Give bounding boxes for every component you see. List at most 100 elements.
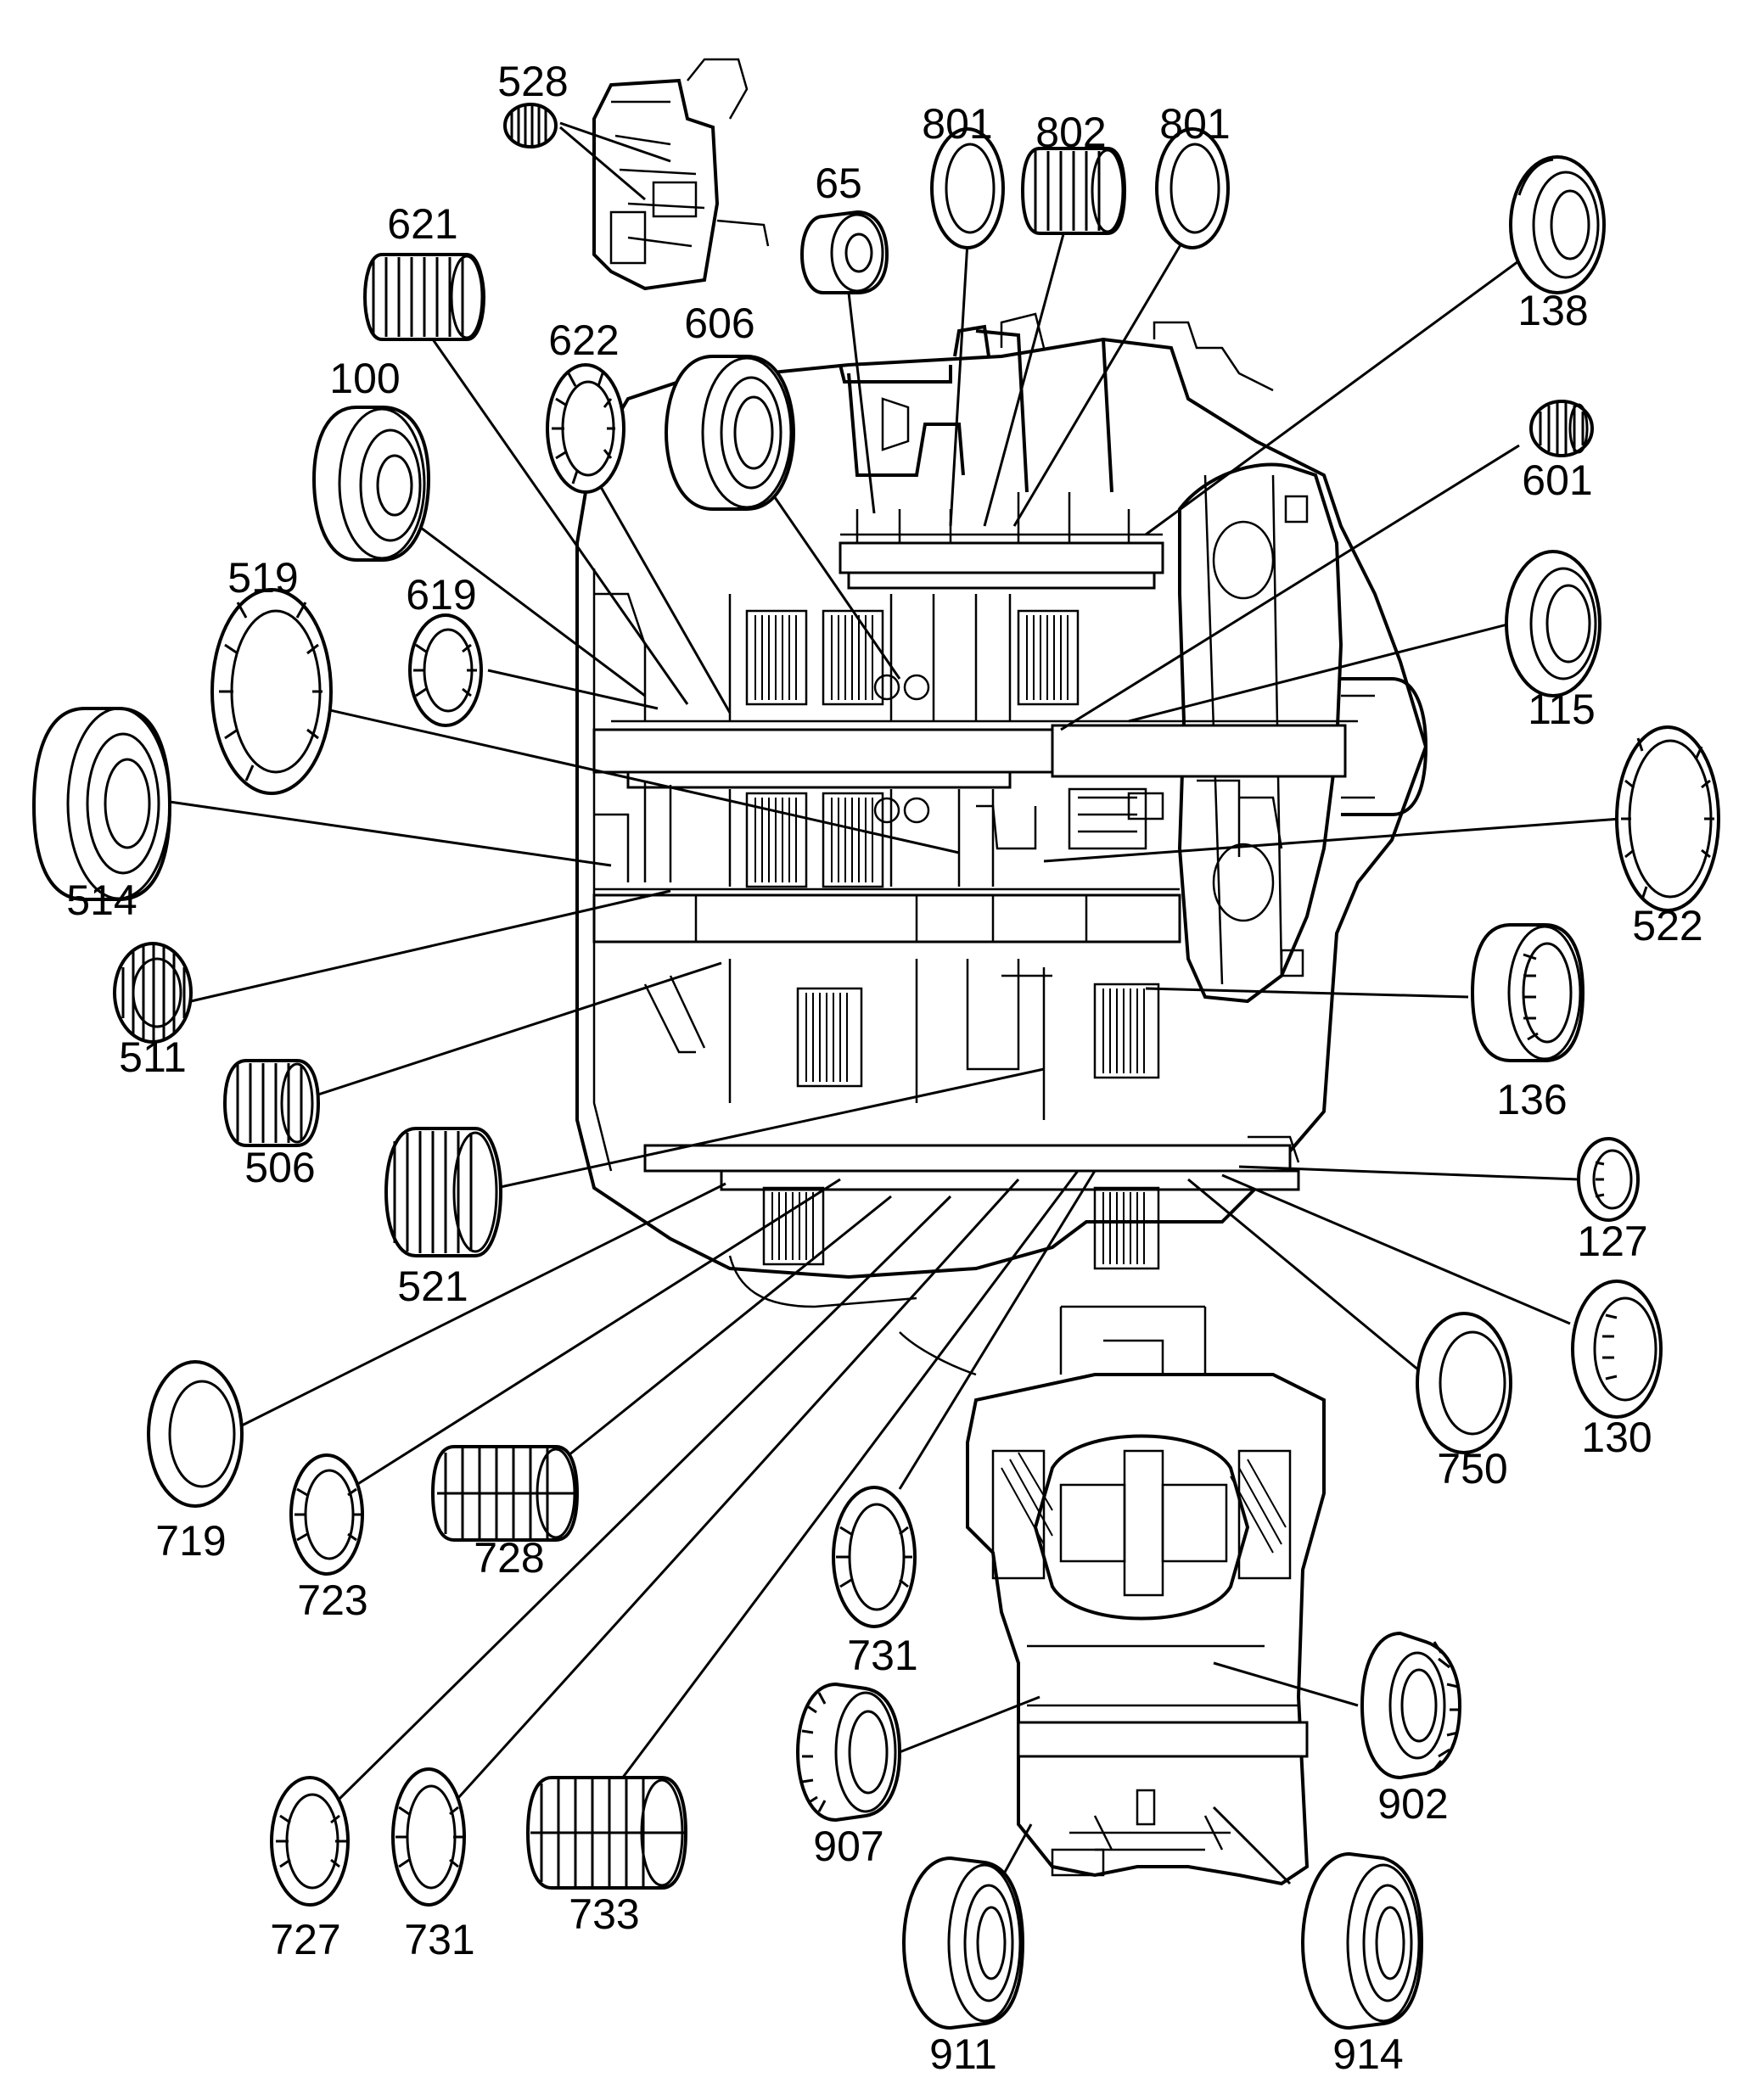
callout-601: 601 (1522, 456, 1592, 504)
differential-assembly (966, 1305, 1326, 1886)
leader-750 (1187, 1178, 1435, 1385)
thrust-bearing-731-upper (832, 1486, 917, 1628)
ball-bearing-606 (664, 355, 796, 511)
thrust-bearing-622 (546, 363, 625, 494)
tapered-bearing-907 (795, 1682, 902, 1823)
thrust-washer-719 (147, 1360, 244, 1508)
output-shaft (643, 1135, 1300, 1191)
needle-bearing-621 (362, 253, 486, 341)
ball-bearing-914 (1300, 1851, 1424, 2030)
thrust-bearing-731-lower (391, 1767, 466, 1907)
callout-622: 622 (548, 316, 619, 364)
ball-bearing-911 (901, 1856, 1025, 2030)
input-shaft (592, 720, 1358, 789)
callout-511: 511 (119, 1033, 187, 1081)
thrust-washer-801-left (930, 127, 1005, 249)
callout-733: 733 (569, 1890, 639, 1938)
leader-511 (190, 889, 671, 1003)
leader-528-b (559, 126, 646, 201)
callout-labels: 528 801 802 801 65 621 138 622 606 100 6… (66, 58, 1702, 2078)
roller-bearing-136 (1470, 923, 1585, 1062)
leader-801b (1012, 224, 1194, 527)
leader-719 (241, 1182, 726, 1427)
leader-802 (983, 211, 1071, 527)
callout-528: 528 (497, 58, 568, 105)
middle-countershaft (592, 888, 1181, 944)
roller-bearing-127 (1577, 1137, 1640, 1222)
callout-723: 723 (297, 1576, 367, 1624)
callout-130: 130 (1581, 1414, 1652, 1461)
clutch-packs (745, 609, 1160, 1270)
leader-521 (496, 1067, 1045, 1190)
needle-bearing-728 (430, 1445, 580, 1542)
callout-100: 100 (329, 355, 400, 402)
leader-522 (1043, 817, 1622, 863)
tapered-bearing-902 (1360, 1631, 1462, 1780)
leader-902 (1213, 1661, 1359, 1707)
thrust-bearing-522 (1615, 725, 1720, 912)
callout-621: 621 (387, 200, 457, 248)
ball-bearing-138 (1509, 155, 1606, 294)
leader-801a (949, 241, 969, 527)
callout-514: 514 (66, 876, 137, 924)
leader-65 (847, 292, 876, 514)
leader-138 (1145, 253, 1528, 536)
transmission-cross-section (575, 58, 1428, 1886)
valve-body-assembly (592, 58, 770, 291)
callout-136: 136 (1496, 1076, 1567, 1123)
callout-750: 750 (1437, 1445, 1507, 1492)
callout-522: 522 (1632, 902, 1702, 949)
roller-bearing-130 (1571, 1280, 1663, 1419)
leader-115 (1128, 622, 1512, 723)
callout-519: 519 (227, 554, 298, 602)
needle-bearing-733 (525, 1776, 688, 1890)
upper-countershaft (839, 492, 1164, 590)
callout-801-right: 801 (1159, 100, 1230, 148)
leader-727 (338, 1195, 952, 1800)
thrust-bearing-519 (210, 588, 333, 795)
leader-731a (898, 1170, 1097, 1490)
leader-506 (317, 961, 722, 1096)
callout-911: 911 (929, 2030, 997, 2078)
callout-728: 728 (474, 1534, 544, 1582)
callout-801-left: 801 (922, 100, 992, 148)
leader-100 (407, 516, 646, 697)
needle-bearing-528 (503, 103, 558, 148)
leader-514 (169, 800, 612, 867)
leader-519 (322, 707, 960, 854)
leader-723 (356, 1178, 841, 1487)
leader-136 (1145, 987, 1469, 999)
needle-bearing-506 (222, 1059, 321, 1147)
thrust-bearing-619 (408, 613, 483, 727)
callout-902: 902 (1377, 1780, 1448, 1828)
callout-731-lower: 731 (404, 1916, 474, 1963)
leader-731b (448, 1178, 1020, 1809)
leader-601 (1060, 444, 1520, 731)
leader-728 (568, 1195, 892, 1457)
callout-606: 606 (684, 300, 754, 347)
callout-719: 719 (155, 1517, 226, 1565)
exploded-parts (31, 103, 1720, 2030)
thrust-bearing-727 (270, 1776, 350, 1907)
leader-lines (169, 121, 1622, 1910)
leader-606 (758, 474, 901, 680)
leader-621 (431, 339, 689, 705)
callout-914: 914 (1332, 2030, 1403, 2078)
leader-914 (1212, 1806, 1292, 1885)
callout-727: 727 (270, 1916, 340, 1963)
needle-bearing-521 (384, 1127, 503, 1257)
leader-622 (592, 474, 732, 714)
thrust-washer-750 (1416, 1312, 1512, 1454)
leader-127 (1238, 1165, 1579, 1181)
callout-619: 619 (406, 571, 476, 619)
callout-65: 65 (815, 160, 862, 207)
callout-506: 506 (244, 1144, 315, 1191)
ball-bearing-514 (31, 707, 172, 901)
leader-907 (899, 1695, 1040, 1754)
callout-521: 521 (397, 1263, 468, 1310)
callout-731-upper: 731 (847, 1632, 917, 1679)
gear-internals (594, 592, 1283, 1120)
needle-bearing-601 (1529, 400, 1594, 457)
leader-733 (618, 1170, 1080, 1783)
